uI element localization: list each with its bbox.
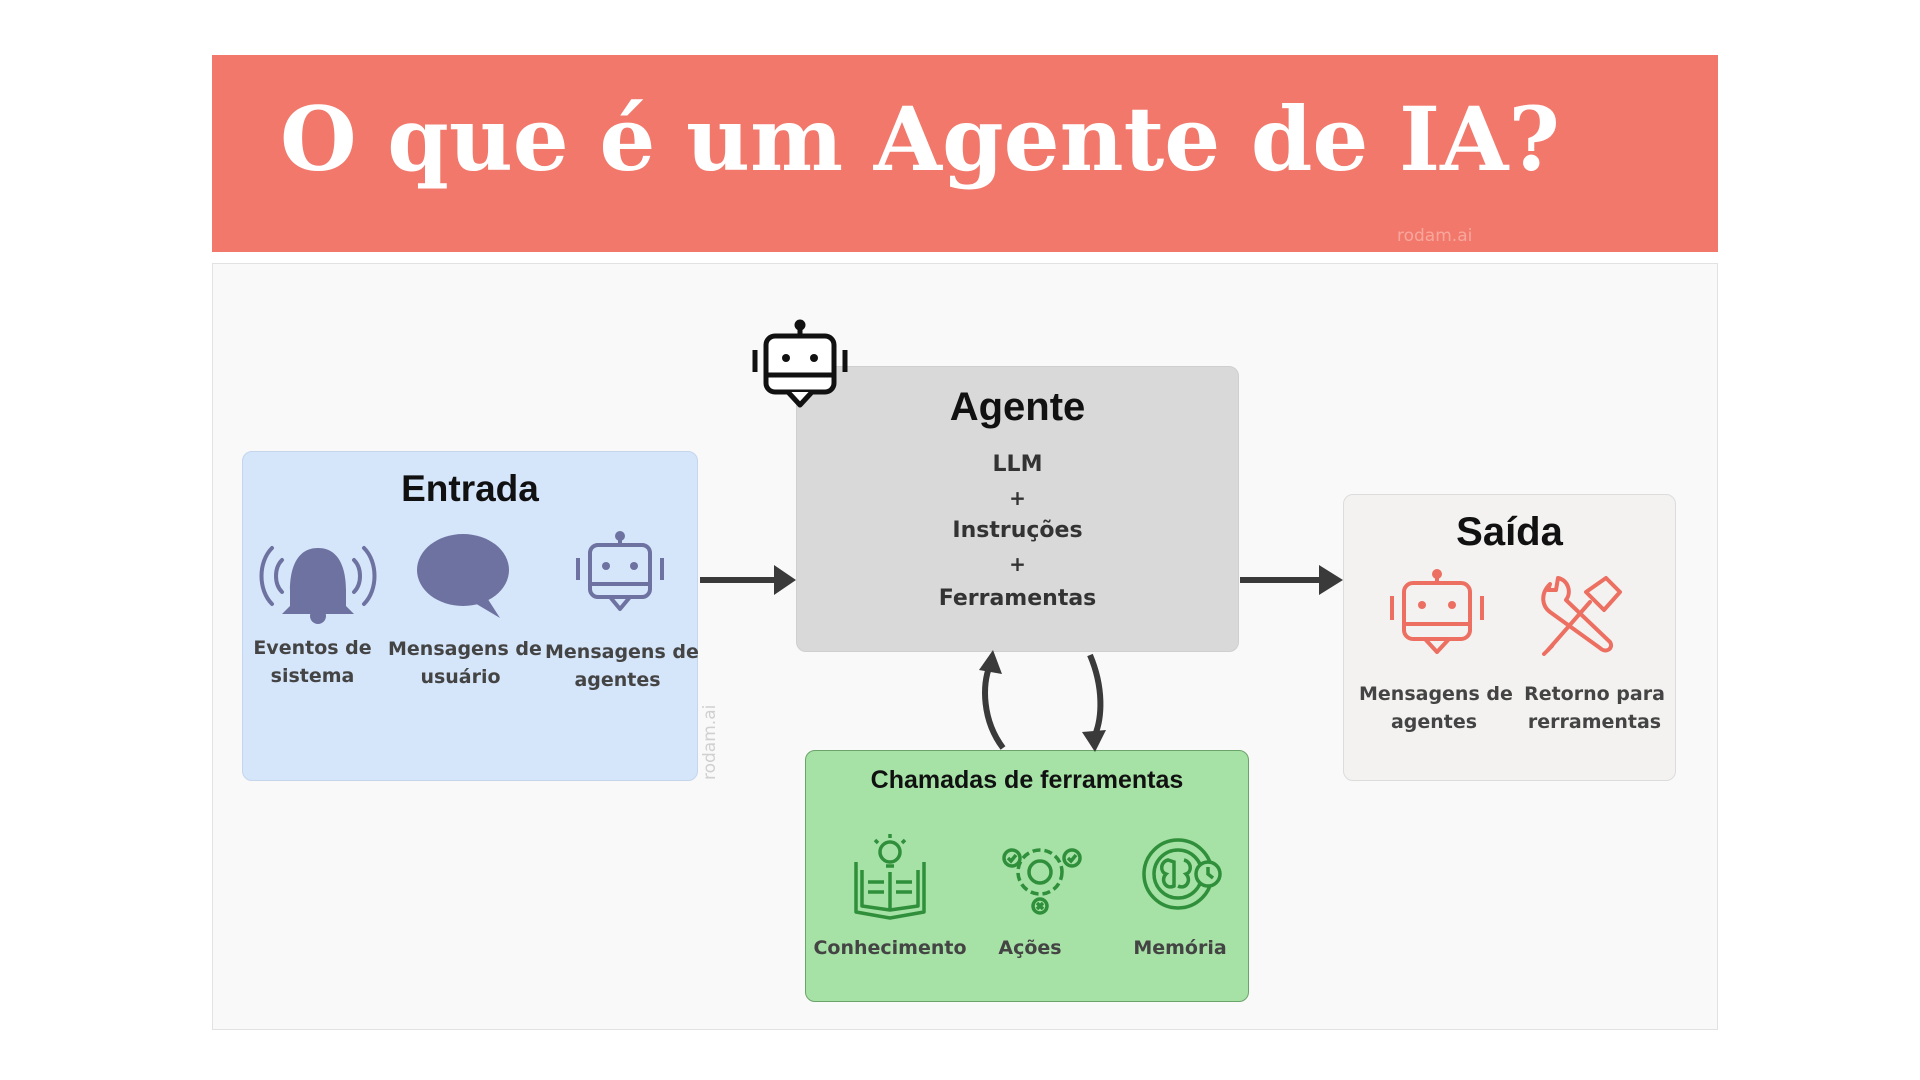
arrow-agente-to-chamadas	[1082, 653, 1106, 752]
label-line: sistema	[270, 665, 355, 687]
speech-bubble-icon	[417, 534, 509, 618]
label-line: Mensagens de	[1359, 683, 1513, 705]
label-line: rerramentas	[1527, 711, 1662, 733]
chamadas-title: Chamadas de ferramentas	[870, 766, 1184, 794]
tools-icon	[1541, 576, 1622, 656]
brain-icon	[1142, 838, 1222, 910]
label-line: usuário	[420, 666, 501, 688]
bell-icon	[259, 546, 377, 624]
saida-title: Saída	[1456, 510, 1563, 554]
robot-icon	[1390, 569, 1484, 654]
chamadas-item-label: Conhecimento	[813, 937, 967, 959]
agente-line-llm: LLM	[992, 452, 1043, 477]
banner-watermark: rodam.ai	[1397, 226, 1473, 246]
title-banner	[212, 55, 1718, 252]
agente-box	[796, 366, 1239, 652]
agente-robot-icon	[752, 319, 848, 408]
saida-item-label: Mensagens de agentes	[1359, 680, 1513, 736]
arrow-chamadas-to-agente	[979, 650, 1006, 750]
saida-box	[1343, 494, 1676, 781]
agente-title: Agente	[949, 385, 1086, 429]
page-title: O que é um Agente de IA?	[280, 87, 1560, 191]
label-line: agentes	[574, 669, 661, 691]
entrada-title: Entrada	[401, 468, 539, 509]
label-line: Mensagens de	[388, 638, 542, 660]
robot-icon	[576, 531, 664, 611]
label-line: Eventos de	[253, 637, 372, 659]
label-line: agentes	[1390, 711, 1478, 733]
label-line: Retorno para	[1524, 683, 1665, 705]
saida-item-label: Retorno para rerramentas	[1522, 680, 1667, 736]
chamadas-item-label: Ações	[998, 937, 1062, 959]
agente-line-plus-2: +	[1009, 552, 1026, 576]
book-bulb-icon	[854, 834, 926, 920]
agente-line-instrucoes: Instruções	[952, 518, 1083, 543]
agente-line-plus-1: +	[1009, 486, 1026, 510]
label-line: Mensagens de	[545, 641, 699, 663]
entrada-item-label: Eventos de sistema	[245, 634, 380, 690]
agente-line-ferramentas: Ferramentas	[938, 586, 1097, 611]
gear-check-icon	[1002, 848, 1082, 915]
arrow-agente-to-saida	[1240, 565, 1343, 595]
entrada-item-label: Mensagens de agentes	[545, 638, 699, 694]
chamadas-item-label: Memória	[1133, 937, 1227, 959]
arrow-entrada-to-agente	[700, 565, 796, 595]
entrada-item-label: Mensagens de usuário	[388, 635, 542, 691]
